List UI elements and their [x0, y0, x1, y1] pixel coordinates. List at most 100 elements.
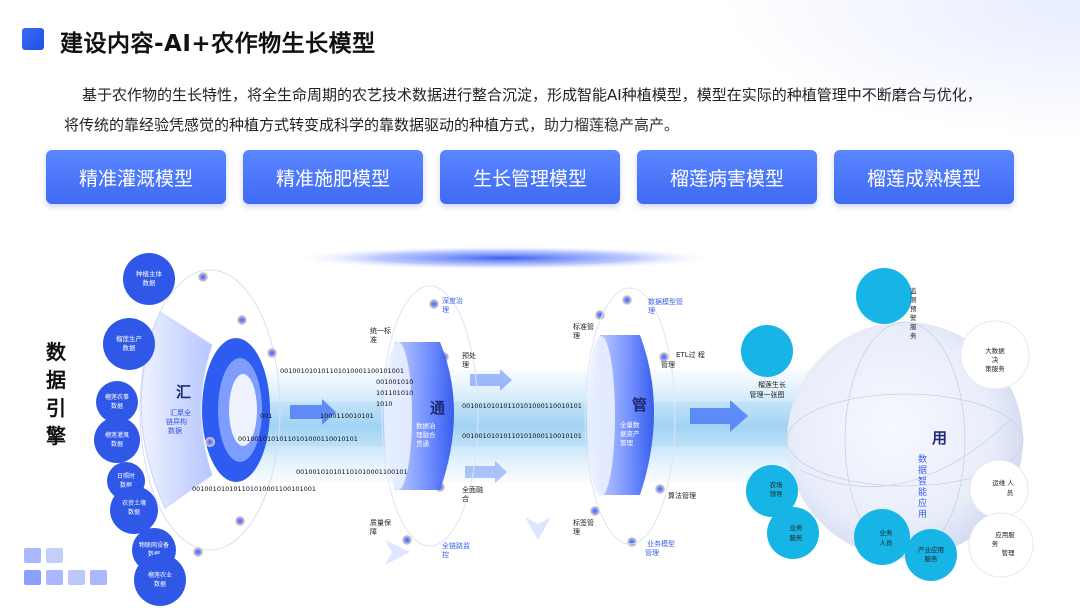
- svg-text:管理: 管理: [1002, 548, 1016, 557]
- svg-text:物联网设备: 物联网设备: [139, 541, 169, 549]
- arrow-4: [465, 461, 507, 483]
- svg-text:001001010: 001001010: [376, 378, 413, 386]
- svg-text:榴莲生长: 榴莲生长: [758, 380, 786, 389]
- arrow-3: [690, 400, 748, 432]
- engine-label: 数据引擎: [46, 340, 66, 448]
- svg-text:产业应用: 产业应用: [918, 545, 944, 554]
- stage-yong: 用 数据智能应用 榴莲生长 管理一张图 监测预警服务 大数据 决 策服务 农场 …: [741, 268, 1034, 581]
- svg-text:管理一张图: 管理一张图: [750, 390, 785, 399]
- svg-text:算法管理: 算法管理: [668, 491, 696, 500]
- model-maturity[interactable]: 榴莲成熟模型: [834, 150, 1014, 204]
- svg-text:深度治: 深度治: [442, 296, 463, 305]
- stage-hui: 汇 汇聚全链异构数据: [139, 269, 281, 551]
- funnel-orbit: [139, 269, 281, 551]
- svg-text:统一标: 统一标: [370, 326, 391, 335]
- binary-streams: 001001010101101010001100101001 001001010…: [192, 367, 582, 493]
- svg-text:员: 员: [1007, 489, 1014, 497]
- svg-text:服务: 服务: [790, 533, 804, 542]
- svg-text:标准管: 标准管: [573, 322, 594, 331]
- svg-text:数据: 数据: [120, 481, 132, 489]
- svg-text:榴莲灌溉: 榴莲灌溉: [105, 431, 129, 439]
- decor-square: [24, 570, 41, 585]
- data-pipe: [250, 370, 810, 482]
- funnel-outer: [140, 311, 213, 509]
- svg-text:理: 理: [648, 307, 655, 315]
- svg-text:榴莲农业: 榴莲农业: [148, 571, 172, 579]
- svg-text:管理: 管理: [661, 360, 675, 369]
- description-line-1: 基于农作物的生长特性，将全生命周期的农艺技术数据进行整合沉淀，形成智能AI种植模…: [82, 86, 982, 104]
- svg-text:人员: 人员: [880, 539, 894, 547]
- svg-text:全量数据资产管理: 全量数据资产管理: [620, 420, 640, 447]
- svg-text:务: 务: [992, 539, 999, 548]
- svg-text:农资土壤: 农资土壤: [122, 499, 146, 507]
- svg-text:001: 001: [260, 412, 272, 420]
- svg-text:业务: 业务: [880, 528, 894, 537]
- description-line-2: 将传统的靠经验凭感觉的种植方式转变成科学的靠数据驱动的种植方式，: [64, 116, 545, 134]
- svg-text:数据: 数据: [128, 508, 140, 516]
- svg-text:策服务: 策服务: [985, 364, 1005, 373]
- stage-hui-name: 汇: [176, 383, 191, 401]
- decor-square: [46, 570, 63, 585]
- decor-square: [46, 548, 63, 563]
- page-title: 建设内容-AI+农作物生长模型: [60, 31, 376, 57]
- decor-square: [24, 548, 41, 563]
- model-disease[interactable]: 榴莲病害模型: [637, 150, 817, 204]
- down-chevron-2: [525, 517, 551, 540]
- svg-text:控: 控: [442, 550, 449, 559]
- svg-text:运维 人: 运维 人: [992, 478, 1014, 487]
- svg-text:理: 理: [442, 306, 449, 314]
- svg-text:00100101010110101000110010101: 00100101010110101000110010101: [462, 402, 582, 410]
- corner-glow: [720, 0, 1080, 140]
- svg-text:业务: 业务: [790, 523, 804, 532]
- svg-text:管理: 管理: [645, 548, 659, 557]
- model-buttons: 精准灌溉模型 精准施肥模型 生长管理模型 榴莲病害模型 榴莲成熟模型: [46, 150, 1014, 206]
- svg-text:数据: 数据: [154, 580, 166, 588]
- tong-orbit: [381, 285, 479, 547]
- svg-text:理: 理: [573, 332, 580, 340]
- svg-text:ETL过 程: ETL过 程: [676, 350, 705, 359]
- svg-text:001001010101101010001100101001: 001001010101101010001100101001: [192, 485, 316, 493]
- svg-text:数据: 数据: [111, 402, 123, 410]
- svg-text:农场: 农场: [770, 480, 784, 489]
- svg-text:合: 合: [462, 494, 469, 503]
- arrow-1: [290, 399, 336, 425]
- svg-text:日照时: 日照时: [117, 472, 135, 480]
- svg-text:00100101010110101000110010101: 00100101010110101000110010101: [238, 435, 358, 443]
- svg-text:榴莲生产: 榴莲生产: [116, 334, 143, 343]
- model-growth-management[interactable]: 生长管理模型: [440, 150, 620, 204]
- svg-text:障: 障: [370, 527, 377, 536]
- description: 基于农作物的生长特性，将全生命周期的农艺技术数据进行整合沉淀，形成智能AI种植模…: [64, 80, 1024, 140]
- data-sources: 种植主体 数据 榴莲生产 数据 榴莲农事 数据 榴莲灌溉 数据 日照时 数据 农…: [94, 253, 186, 606]
- top-glow-bar: [290, 246, 720, 270]
- down-chevron-1: [385, 540, 410, 565]
- model-irrigation[interactable]: 精准灌溉模型: [46, 150, 226, 204]
- title-mark-icon: [22, 28, 44, 50]
- svg-text:服务: 服务: [925, 554, 939, 563]
- svg-text:决: 决: [992, 355, 999, 364]
- stage-guan-name: 管: [632, 396, 647, 414]
- svg-text:质量保: 质量保: [370, 518, 391, 527]
- stage-hui-sub: 汇聚全链异构数据: [166, 408, 191, 435]
- app-sphere: [787, 322, 1023, 558]
- svg-text:全链路监: 全链路监: [442, 541, 470, 550]
- svg-text:1010: 1010: [376, 400, 393, 408]
- svg-text:预处: 预处: [462, 351, 476, 360]
- model-fertilization[interactable]: 精准施肥模型: [243, 150, 423, 204]
- arrow-2: [470, 369, 512, 391]
- stage-yong-name: 用: [932, 429, 947, 447]
- svg-text:数据: 数据: [123, 343, 137, 352]
- svg-text:1000110010101: 1000110010101: [320, 412, 374, 420]
- svg-text:数据模型管: 数据模型管: [648, 297, 683, 306]
- svg-text:001001010101101010001100101: 001001010101101010001100101: [296, 468, 408, 476]
- svg-text:理: 理: [462, 361, 469, 369]
- svg-text:准: 准: [370, 335, 377, 344]
- decor-square: [90, 570, 107, 585]
- svg-text:监测预警服务: 监测预警服务: [910, 286, 917, 340]
- svg-text:101101010: 101101010: [376, 389, 413, 397]
- guan-orbit: [584, 287, 676, 545]
- svg-text:业务模型: 业务模型: [647, 539, 675, 548]
- svg-text:数据: 数据: [111, 440, 123, 448]
- svg-text:领导: 领导: [770, 489, 784, 498]
